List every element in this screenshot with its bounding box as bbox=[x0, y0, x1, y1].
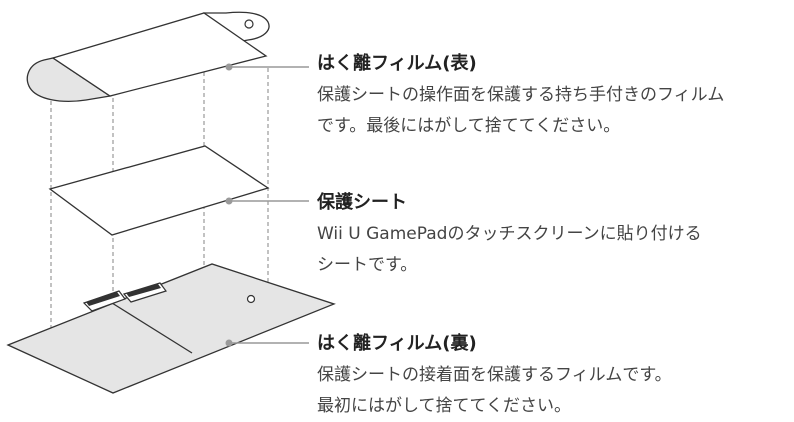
protective-sheet bbox=[48, 145, 270, 236]
callout-description: Wii U GamePadのタッチスクリーンに貼り付ける シートです。 bbox=[317, 219, 787, 281]
callout-front-film: はく離フィルム(表) 保護シートの操作面を保護する持ち手付きのフィルム です。最… bbox=[317, 52, 787, 142]
callout-title: はく離フィルム(表) bbox=[317, 53, 477, 74]
callout-description-line: 保護シートの接着面を保護するフィルムです。 bbox=[317, 365, 672, 385]
callout-back-film: はく離フィルム(裏) 保護シートの接着面を保護するフィルムです。 最初にはがして… bbox=[317, 332, 787, 422]
front-film-body bbox=[51, 12, 268, 97]
back-release-film bbox=[6, 263, 336, 394]
front-film-hole bbox=[244, 19, 254, 29]
back-film-tab-right-fill bbox=[126, 284, 161, 297]
callout-description-line: です。最後にはがして捨ててください。 bbox=[317, 116, 621, 136]
back-film-fold-line bbox=[111, 302, 193, 354]
leaders bbox=[225, 63, 309, 347]
callout-description: 保護シートの操作面を保護する持ち手付きのフィルム です。最後にはがして捨ててくだ… bbox=[317, 80, 787, 142]
callout-description-line: Wii U GamePadのタッチスクリーンに貼り付ける bbox=[317, 224, 702, 244]
front-release-film bbox=[26, 11, 270, 103]
front-film-left-tab bbox=[26, 57, 112, 103]
callout-description-line: シートです。 bbox=[317, 255, 418, 275]
leader-dot-front bbox=[225, 63, 233, 71]
back-film-hole bbox=[246, 294, 256, 304]
callout-title: はく離フィルム(裏) bbox=[317, 333, 477, 354]
protective-sheet-shape bbox=[48, 145, 270, 236]
leader-dot-sheet bbox=[225, 197, 233, 205]
back-film-tab-left-fill bbox=[86, 292, 120, 306]
callout-protective-sheet: 保護シート Wii U GamePadのタッチスクリーンに貼り付ける シートです… bbox=[317, 191, 787, 281]
back-film-shape bbox=[6, 263, 336, 394]
callout-title: 保護シート bbox=[317, 192, 407, 213]
callout-description-line: 保護シートの操作面を保護する持ち手付きのフィルム bbox=[317, 85, 725, 105]
leader-dot-back bbox=[225, 339, 233, 347]
callout-description: 保護シートの接着面を保護するフィルムです。 最初にはがして捨ててください。 bbox=[317, 360, 787, 422]
callout-description-line: 最初にはがして捨ててください。 bbox=[317, 396, 571, 416]
